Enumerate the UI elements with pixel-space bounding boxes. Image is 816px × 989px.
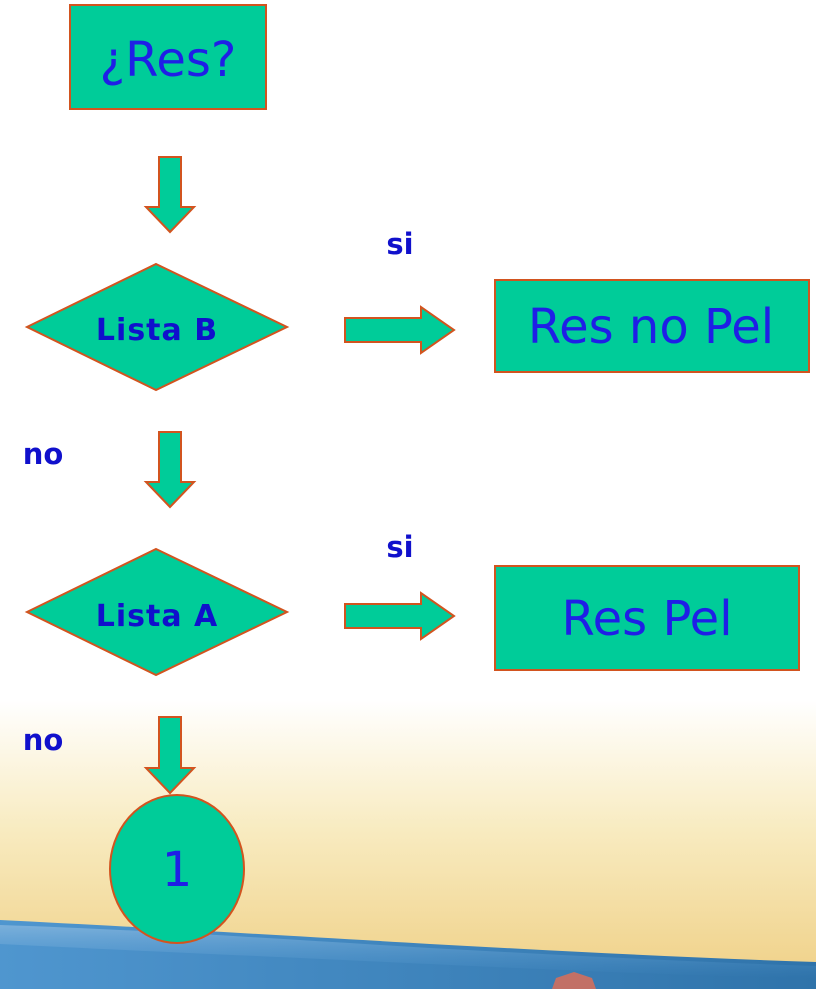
res-no-pel-label: Res no Pel <box>528 299 774 355</box>
lista-a-yes-label: si <box>386 530 413 564</box>
arrow-lista-b-yes <box>344 305 456 355</box>
start-node-label: ¿Res? <box>100 32 237 88</box>
lista-a-no-label: no <box>23 723 64 757</box>
connector-node <box>109 794 245 944</box>
start-node <box>69 4 267 110</box>
res-no-pel-node <box>494 279 810 373</box>
lista-b-label: Lista B <box>96 313 218 348</box>
background-water-highlight <box>0 925 816 978</box>
lista-b-yes-label: si <box>386 227 413 261</box>
arrow-start-to-lista-b <box>143 156 197 234</box>
background-hut <box>552 972 596 989</box>
lista-b-node <box>24 262 290 392</box>
connector-label: 1 <box>162 842 193 898</box>
arrow-lista-a-no <box>143 716 197 795</box>
flowchart: ¿Res? Lista B si Res no Pel no Lista A s… <box>23 4 810 944</box>
arrow-lista-b-no <box>143 431 197 509</box>
lista-b-no-label: no <box>23 437 64 471</box>
lista-a-label: Lista A <box>96 599 219 634</box>
arrow-lista-a-yes <box>344 591 456 641</box>
lista-a-node <box>24 547 290 677</box>
res-pel-node <box>494 565 800 671</box>
res-pel-label: Res Pel <box>561 591 732 647</box>
